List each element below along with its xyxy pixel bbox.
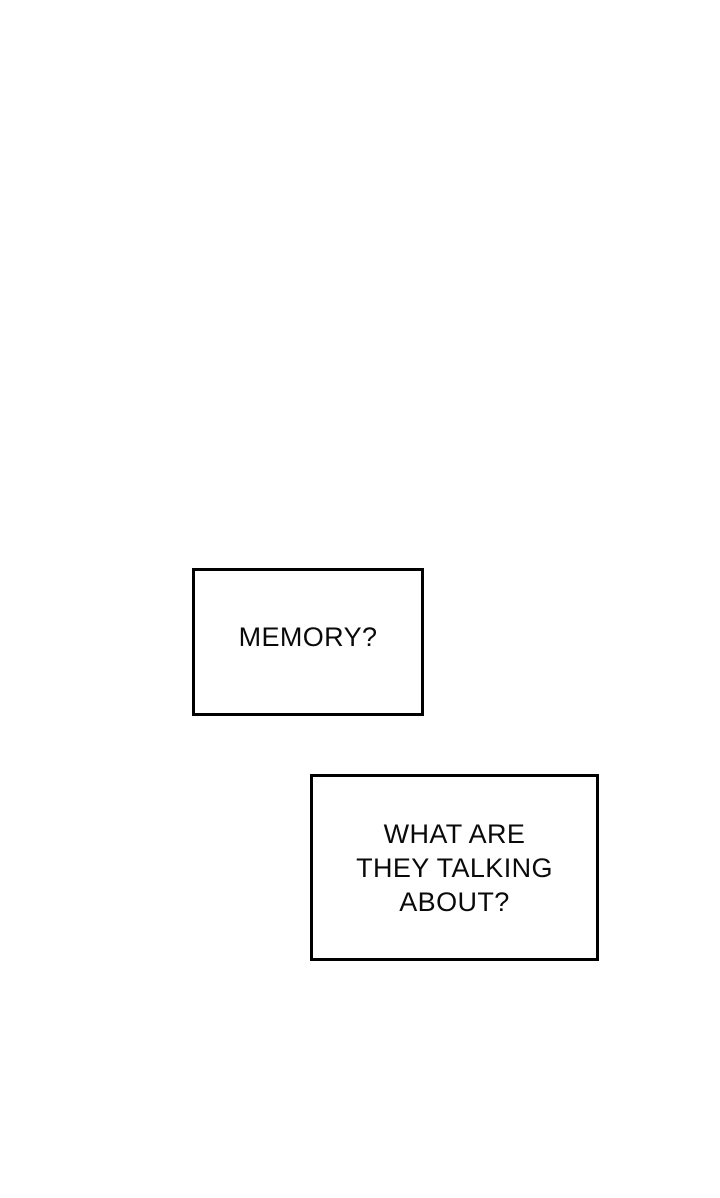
speech-box-talking-text: WHAT ARE THEY TALKING ABOUT? <box>356 819 553 917</box>
speech-box-memory: MEMORY? <box>192 568 424 716</box>
speech-box-memory-text: MEMORY? <box>238 622 378 652</box>
speech-box-talking: WHAT ARE THEY TALKING ABOUT? <box>310 774 599 961</box>
